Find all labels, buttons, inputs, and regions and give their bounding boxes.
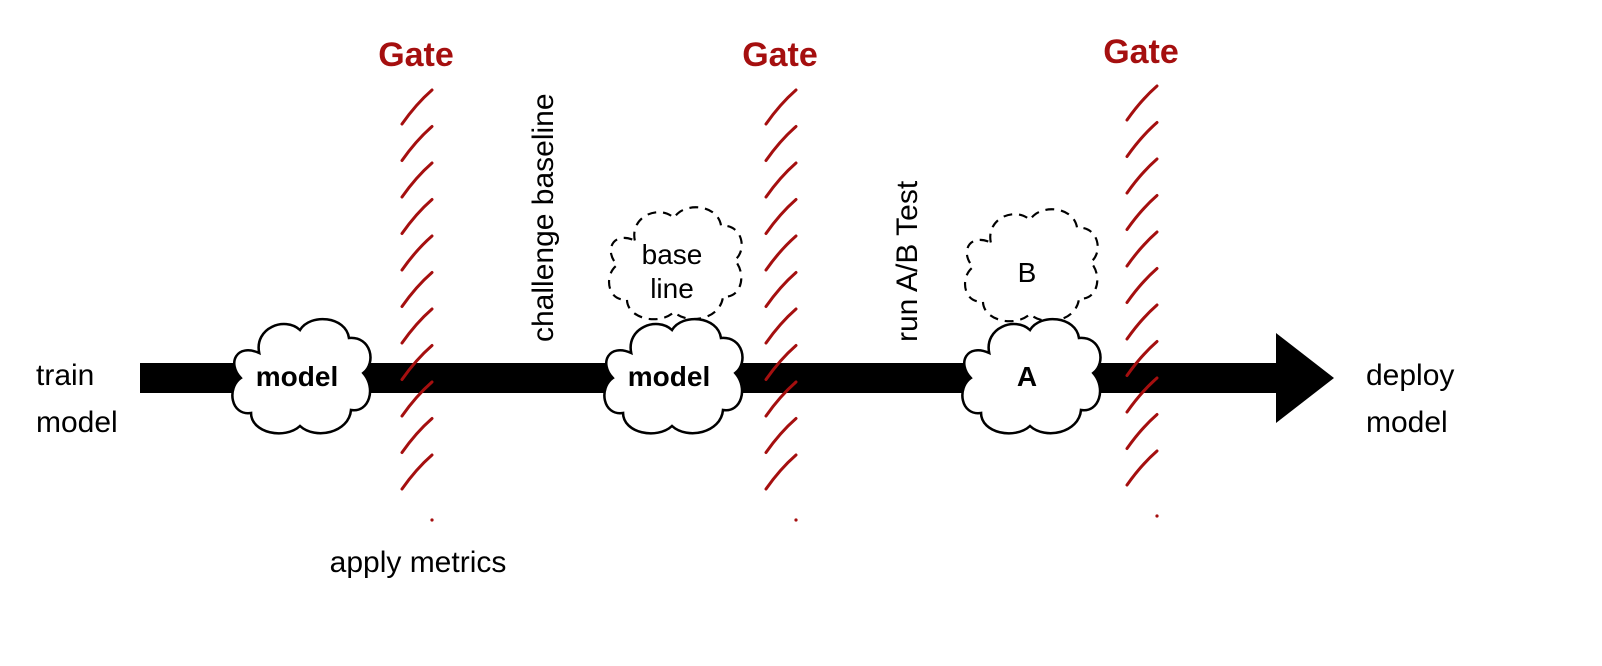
gate-hatch-stroke — [1125, 84, 1159, 122]
gate-hatch-stroke — [1125, 376, 1159, 414]
gate-hatch-stroke — [1125, 340, 1159, 377]
gate-hatch-stroke — [1125, 194, 1159, 231]
gate-hatch-stroke — [400, 88, 434, 126]
baseline-cloud-label-line2: line — [650, 273, 694, 304]
apply-metrics-label: apply metrics — [330, 546, 507, 579]
gate-hatch-stroke — [764, 417, 798, 454]
gate-hatch-stroke — [400, 417, 434, 454]
gate-hatch-stroke — [1125, 449, 1159, 487]
gate-hatch-stroke — [400, 271, 434, 308]
gate-3: Gate — [1103, 33, 1179, 518]
gate-label: Gate — [378, 36, 454, 74]
gate-hatch-stroke — [764, 380, 798, 418]
b-cloud-label: B — [1018, 257, 1037, 288]
gate-hatch-stroke — [764, 344, 798, 381]
gate-label: Gate — [1103, 33, 1179, 71]
gate-hatch-stroke — [1125, 230, 1159, 268]
stage-3: run A/B Test B A — [891, 180, 1102, 435]
gate-hatch — [1125, 84, 1159, 518]
gate-hatch-stroke — [1125, 157, 1159, 195]
run-ab-test-label: run A/B Test — [891, 180, 924, 342]
gate-hatch-stroke — [400, 125, 434, 162]
a-cloud-label: A — [1017, 361, 1037, 392]
stage-2: challenge baseline base line model — [527, 93, 744, 435]
arrow-head — [1276, 333, 1334, 423]
challenge-baseline-label: challenge baseline — [527, 93, 560, 342]
gate-hatch-stroke — [400, 344, 434, 381]
gate-1: Gate apply metrics — [330, 36, 507, 579]
gate-hatch-stroke — [400, 234, 434, 272]
start-label-line1: train — [36, 359, 94, 392]
gate-hatch-stroke — [1125, 413, 1159, 450]
end-label-line1: deploy — [1366, 359, 1454, 392]
gate-hatch-stroke — [764, 161, 798, 199]
gate-hatch-stroke — [764, 307, 798, 345]
baseline-cloud-label-line1: base — [642, 239, 703, 270]
gate-hatch-stroke — [400, 453, 434, 491]
gate-hatch-stroke — [400, 161, 434, 199]
start-label-line2: model — [36, 406, 118, 439]
gate-hatch-stroke — [764, 234, 798, 272]
gate-hatch-stroke — [400, 380, 434, 418]
gate-hatch-dot — [430, 518, 434, 522]
gate-hatch-stroke — [764, 125, 798, 162]
gate-hatch — [764, 88, 798, 522]
gate-hatch-stroke — [1125, 303, 1159, 341]
gate-hatch-stroke — [764, 453, 798, 491]
gate-hatch-stroke — [1125, 267, 1159, 304]
stage-1: model — [231, 317, 372, 435]
gate-hatch-stroke — [764, 271, 798, 308]
gate-hatch-stroke — [764, 198, 798, 235]
model-cloud-label: model — [628, 361, 710, 392]
model-cloud-label: model — [256, 361, 338, 392]
end-label-line2: model — [1366, 406, 1448, 439]
gate-hatch-stroke — [400, 307, 434, 345]
gate-2: Gate — [742, 36, 818, 522]
gate-hatch — [400, 88, 434, 522]
gate-hatch-stroke — [400, 198, 434, 235]
gate-hatch-dot — [1155, 514, 1159, 518]
gate-label: Gate — [742, 36, 818, 74]
gate-hatch-stroke — [1125, 121, 1159, 158]
gate-hatch-stroke — [764, 88, 798, 126]
gate-hatch-dot — [794, 518, 798, 522]
